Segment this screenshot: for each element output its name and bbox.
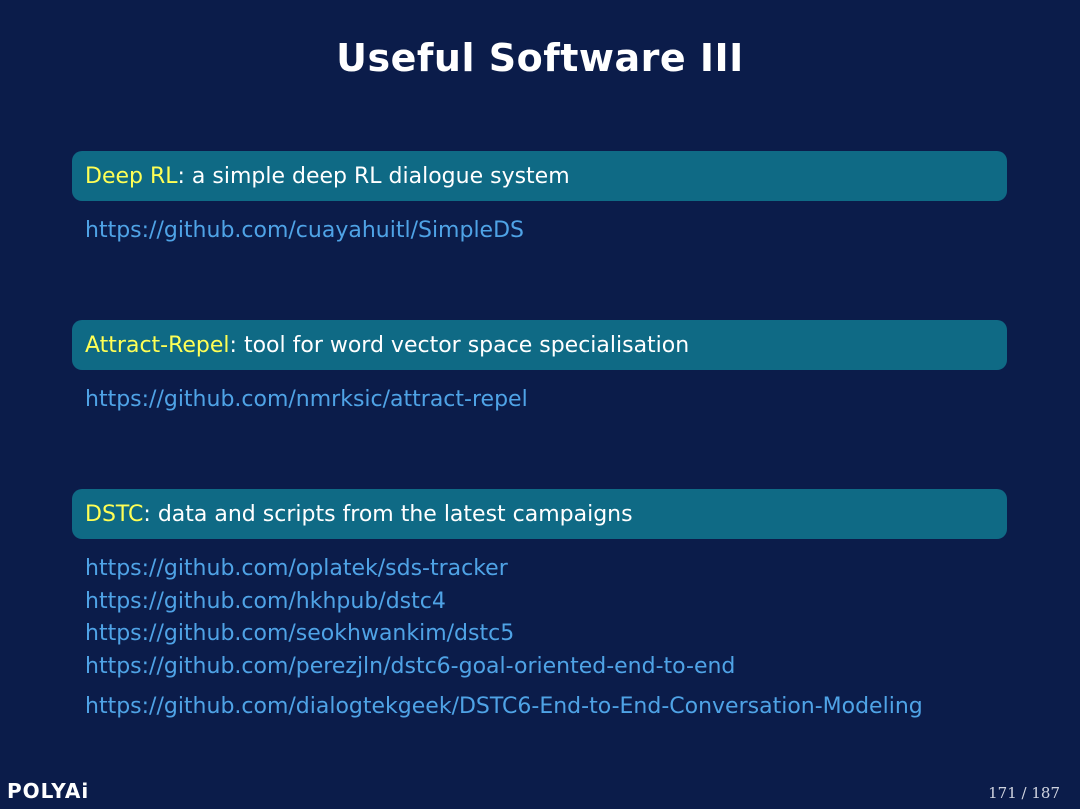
polyai-logo: POLYAi — [7, 779, 90, 803]
block-description: tool for word vector space specialisatio… — [236, 332, 690, 358]
block-separator: : — [143, 501, 151, 527]
link-attract-repel[interactable]: https://github.com/nmrksic/attract-repel — [85, 387, 528, 412]
block-title-highlight: Attract-Repel — [85, 332, 230, 358]
link-dstc6-conversation-modeling[interactable]: https://github.com/dialogtekgeek/DSTC6-E… — [85, 694, 923, 719]
block-title-highlight: DSTC — [85, 501, 144, 527]
block-separator: : — [229, 332, 237, 358]
slide-title: Useful Software III — [336, 36, 744, 80]
block-separator: : — [177, 163, 185, 189]
block-attract-repel: Attract-Repel: tool for word vector spac… — [72, 320, 1007, 417]
block-description: data and scripts from the latest campaig… — [150, 501, 633, 527]
link-list: https://github.com/nmrksic/attract-repel — [72, 384, 1007, 417]
block-title-highlight: Deep RL — [85, 163, 178, 189]
link-simpleds[interactable]: https://github.com/cuayahuitl/SimpleDS — [85, 218, 525, 243]
block-deep-rl: Deep RL: a simple deep RL dialogue syste… — [72, 151, 1007, 248]
block-description: a simple deep RL dialogue system — [184, 163, 570, 189]
link-list: https://github.com/cuayahuitl/SimpleDS — [72, 215, 1007, 248]
block-header: Attract-Repel: tool for word vector spac… — [72, 320, 1007, 370]
link-dstc6-goal-oriented[interactable]: https://github.com/perezjln/dstc6-goal-o… — [85, 653, 736, 679]
block-header: DSTC: data and scripts from the latest c… — [72, 489, 1007, 539]
link-sds-tracker[interactable]: https://github.com/oplatek/sds-tracker — [85, 556, 508, 581]
link-dstc5[interactable]: https://github.com/seokhwankim/dstc5 — [85, 621, 515, 646]
link-dstc4[interactable]: https://github.com/hkhpub/dstc4 — [85, 588, 446, 614]
page-number: 171 / 187 — [988, 784, 1060, 802]
block-header: Deep RL: a simple deep RL dialogue syste… — [72, 151, 1007, 201]
link-list: https://github.com/oplatek/sds-tracker h… — [72, 553, 1007, 724]
block-dstc: DSTC: data and scripts from the latest c… — [72, 489, 1007, 724]
